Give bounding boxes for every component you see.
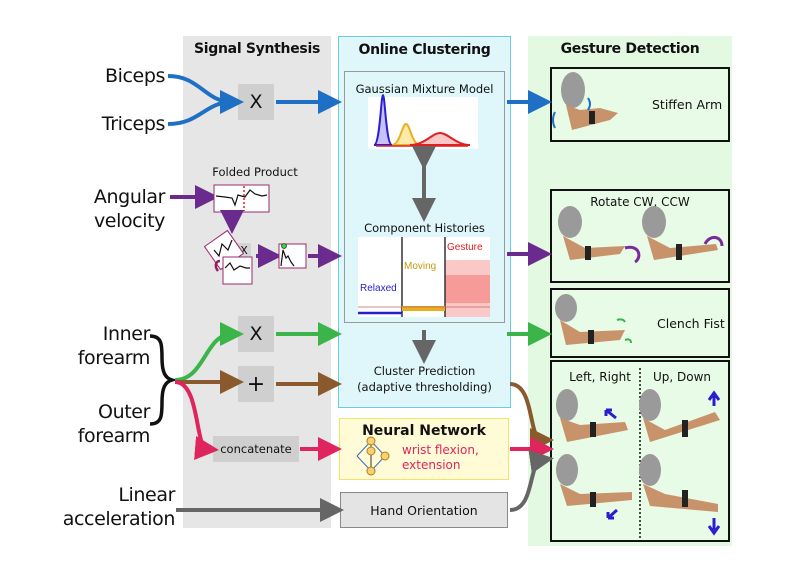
gesture-label-clench: Clench Fist	[657, 316, 725, 331]
label-moving: Moving	[404, 261, 436, 272]
input-inner-line2: forearm	[77, 347, 151, 369]
input-triceps: Triceps	[101, 113, 166, 135]
rotate-cw-arrow-icon	[624, 245, 641, 264]
arrow-forearm-multiply	[174, 322, 244, 382]
multiply-box-emg: X	[238, 84, 274, 120]
arm-figure-down	[639, 454, 721, 536]
component-histories-plot: Relaxed Moving Gesture	[358, 237, 490, 317]
input-angular-line1: Angular	[93, 186, 165, 208]
arrow-biceps	[167, 74, 244, 114]
nn-label-line1: wrist flexion,	[402, 443, 479, 457]
arrow-forearm-concat	[174, 380, 219, 460]
signal-synthesis-title: Signal Synthesis	[194, 41, 320, 57]
arm-figure-up	[639, 389, 721, 442]
online-clustering-title: Online Clustering	[358, 42, 491, 58]
input-inner-forearm: Inner forearm	[40, 322, 151, 370]
arrow-up-icon	[707, 390, 721, 406]
cluster-prediction-line2: (adaptive thresholding)	[357, 380, 492, 394]
gesture-label-stiffen: Stiffen Arm	[652, 97, 723, 112]
input-outer-line2: forearm	[77, 425, 151, 447]
gesture-label-up-down: Up, Down	[652, 370, 712, 384]
arm-figure-rotate-cw	[558, 206, 641, 264]
signal-plot-2	[222, 256, 253, 285]
signal-plot-1	[213, 184, 270, 213]
arrow-up-left-icon	[604, 408, 617, 420]
folded-product-label: Folded Product	[212, 165, 298, 179]
neural-network-title: Neural Network	[362, 423, 486, 439]
input-outer-line1: Outer	[98, 401, 150, 423]
gesture-detection-title: Gesture Detection	[560, 41, 700, 57]
input-outer-forearm: Outer forearm	[40, 400, 151, 448]
gesture-box-rotate	[550, 189, 730, 283]
arm-figure-rotate-ccw	[642, 206, 724, 260]
cluster-prediction: Cluster Prediction (adaptive thresholdin…	[338, 363, 511, 395]
multiply-box-forearm: X	[238, 316, 274, 352]
input-linear-acceleration: Linear acceleration	[30, 483, 176, 531]
arrow-cluster-to-directions	[509, 382, 554, 452]
arm-figure-stiffen	[552, 72, 618, 130]
arm-figure-clench	[555, 294, 632, 345]
input-angular-line2: velocity	[93, 210, 165, 232]
gesture-label-rotate: Rotate CW, CCW	[590, 195, 690, 209]
brace	[149, 334, 179, 426]
neural-network-icon	[356, 436, 390, 476]
arm-figure-right	[556, 454, 632, 520]
component-histories-title: Component Histories	[364, 221, 485, 235]
arrow-triceps	[167, 100, 233, 126]
arm-figure-left	[556, 389, 628, 442]
nn-label-line2: extension	[402, 458, 461, 472]
concatenate-box: concatenate	[213, 436, 299, 462]
gesture-box-clench	[550, 288, 730, 358]
gmm-title: Gaussian Mixture Model	[355, 82, 494, 96]
arrow-down-left-icon	[606, 508, 618, 520]
gmm-plot	[368, 93, 478, 149]
arrow-down-icon	[707, 518, 721, 536]
input-linear-line2: acceleration	[62, 508, 176, 530]
input-inner-line1: Inner	[102, 323, 151, 345]
arrow-hand-to-directions	[509, 449, 554, 512]
rotate-ccw-arrow-icon	[703, 236, 724, 247]
label-gesture: Gesture	[447, 242, 483, 253]
input-biceps: Biceps	[104, 65, 165, 87]
add-box-forearm: +	[238, 366, 274, 402]
input-angular: Angular velocity	[40, 185, 165, 233]
hand-orientation-box: Hand Orientation	[340, 492, 508, 528]
gesture-label-left-right: Left, Right	[569, 370, 631, 384]
cluster-prediction-line1: Cluster Prediction	[373, 364, 476, 378]
label-relaxed: Relaxed	[360, 283, 397, 294]
neural-network-label: wrist flexion, extension	[402, 443, 479, 473]
input-linear-line1: Linear	[118, 484, 175, 506]
